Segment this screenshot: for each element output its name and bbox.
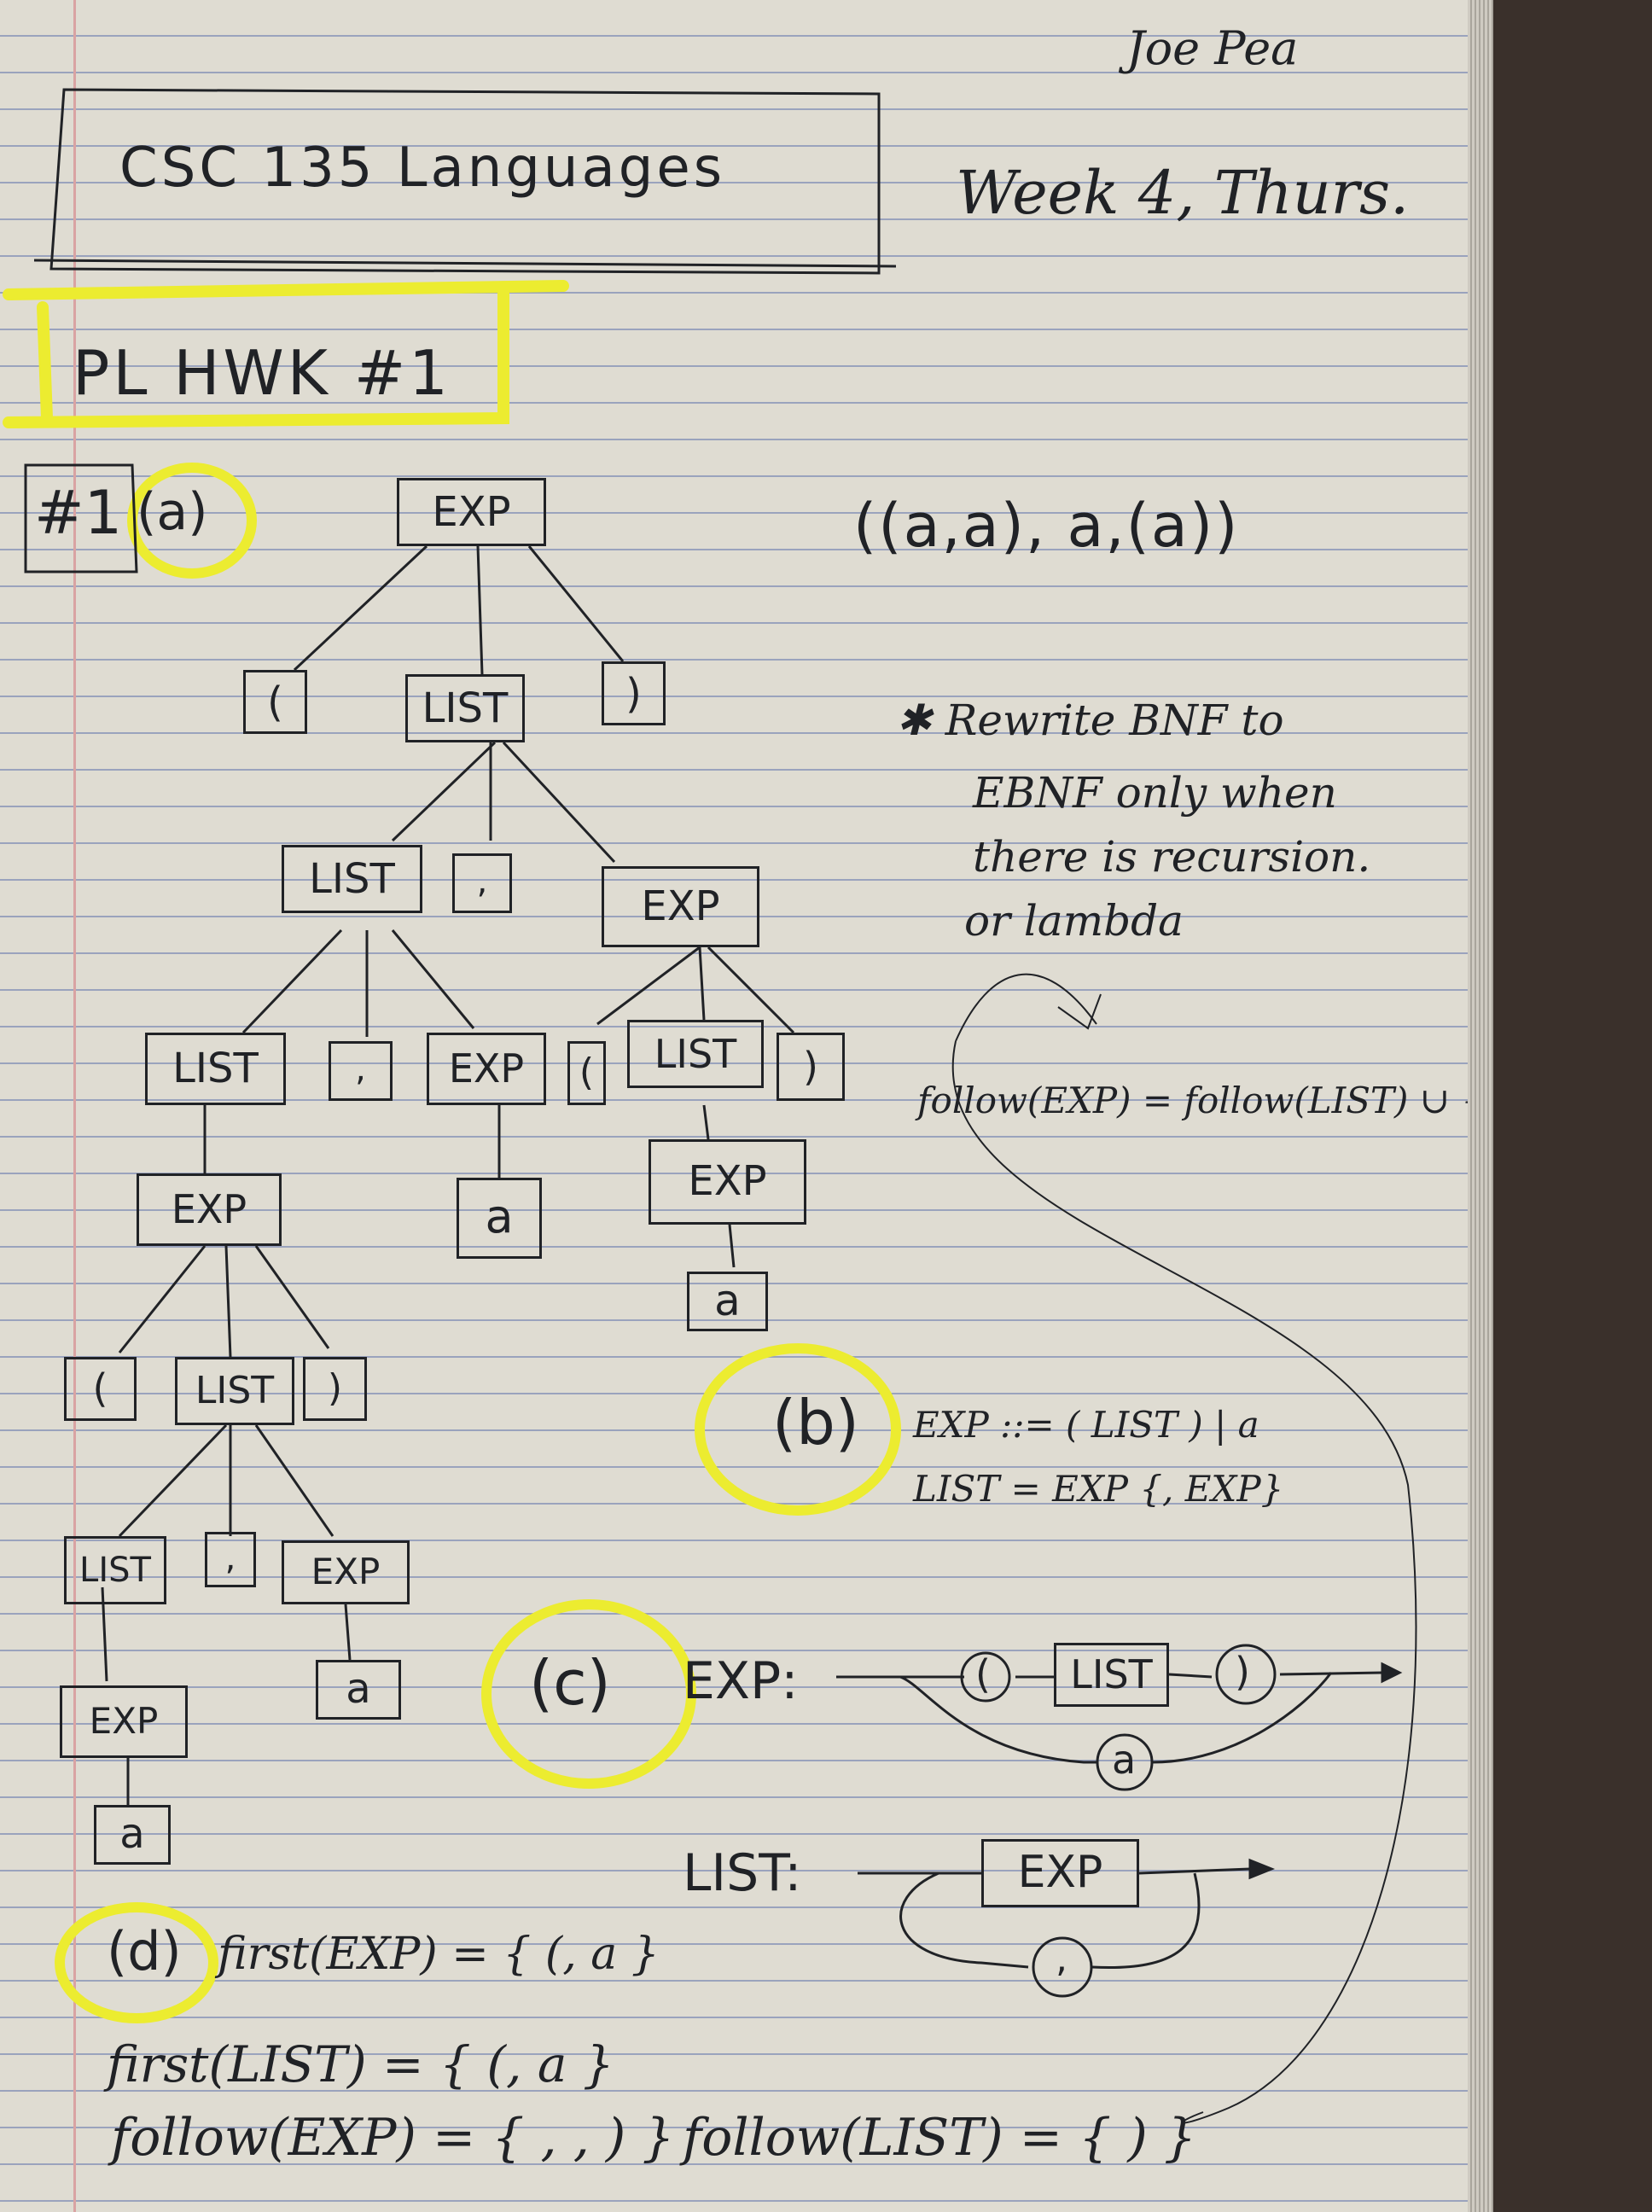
- tree-node-a: a: [316, 1660, 401, 1720]
- syntax-list-label: LIST:: [683, 1843, 802, 1903]
- highlight-b: [695, 1343, 901, 1516]
- highlight-d: [55, 1902, 218, 2023]
- syntax-a: a: [1112, 1737, 1137, 1783]
- course-title: CSC 135 Languages: [119, 137, 726, 200]
- tree-node-comma: ,: [205, 1532, 256, 1587]
- tree-node-list: LIST: [627, 1020, 764, 1088]
- note-line-2: EBNF only when: [973, 768, 1337, 818]
- tree-node-list: LIST: [405, 674, 525, 742]
- notes-layer: Joe Pea CSC 135 Languages Week 4, Thurs.…: [34, 21, 1468, 2168]
- syntax-lparen: (: [975, 1651, 991, 1697]
- tree-node-lparen: (: [64, 1357, 137, 1421]
- tree-node-a: a: [687, 1272, 768, 1331]
- input-string: ((a,a), a,(a)): [853, 491, 1240, 561]
- tree-node-list: LIST: [282, 845, 422, 913]
- problem-number: #1: [34, 478, 123, 548]
- note-line-1: ✱ Rewrite BNF to: [896, 696, 1284, 745]
- follow-arrow: [955, 973, 1097, 1042]
- syntax-exp-box: EXP: [981, 1839, 1139, 1907]
- tree-node-lparen: (: [243, 670, 307, 734]
- tree-node-a: a: [457, 1178, 542, 1259]
- first-list: first(LIST) = { (, a }: [107, 2035, 614, 2093]
- syntax-exp-label: EXP:: [683, 1651, 799, 1711]
- part-d-label: (d): [107, 1920, 182, 1982]
- tree-node-exp: EXP: [602, 866, 759, 947]
- problem-box: [24, 463, 138, 573]
- syntax-list-box: LIST: [1054, 1643, 1169, 1707]
- ebnf-list-rule: LIST = EXP {, EXP}: [913, 1468, 1284, 1510]
- syntax-comma: ,: [1056, 1937, 1067, 1981]
- tree-node-comma: ,: [452, 853, 512, 913]
- tree-node-exp: EXP: [137, 1173, 282, 1246]
- tree-node-list: LIST: [145, 1033, 286, 1105]
- first-exp: first(EXP) = { (, a }: [218, 1929, 660, 1980]
- syntax-lparen-circle: [960, 1651, 1011, 1703]
- tree-node-list: LIST: [64, 1536, 166, 1604]
- syntax-comma-circle: [1032, 1936, 1093, 1998]
- lecture-date: Week 4, Thurs.: [956, 158, 1410, 228]
- part-b-label: (b): [772, 1387, 859, 1458]
- highlight-a: [127, 463, 257, 579]
- note-line-4: or lambda: [964, 896, 1184, 946]
- tree-node-rparen: ): [602, 661, 666, 725]
- note-line-3: there is recursion.: [973, 832, 1371, 882]
- follow-curve: [951, 1040, 1417, 2124]
- part-c-label: (c): [529, 1647, 611, 1719]
- highlight-title: [3, 280, 569, 428]
- part-a-label: (a): [137, 482, 208, 542]
- header-box: [33, 88, 897, 275]
- parse-tree-edges: [101, 544, 795, 1805]
- highlight-c: [481, 1599, 696, 1789]
- follow-exp: follow(EXP) = { , , ) }: [111, 2108, 675, 2168]
- tree-node-lparen: (: [567, 1041, 606, 1105]
- tree-node-list: LIST: [175, 1357, 294, 1425]
- tree-node-exp: EXP: [282, 1540, 410, 1604]
- tree-node-rparen: ): [303, 1357, 367, 1421]
- tree-node-a: a: [94, 1805, 171, 1865]
- assignment-title: PL HWK #1: [73, 337, 451, 409]
- syntax-a-circle: [1096, 1733, 1154, 1791]
- tree-node-rparen: ): [777, 1033, 845, 1101]
- syntax-rparen: ): [1235, 1649, 1250, 1695]
- list-syntax-lines: [858, 1858, 1276, 1970]
- ebnf-exp-rule: EXP ::= ( LIST ) | a: [913, 1404, 1259, 1446]
- tree-node-exp-root: EXP: [397, 478, 546, 546]
- author-name: Joe Pea: [1126, 21, 1299, 75]
- tree-node-exp: EXP: [60, 1685, 188, 1758]
- exp-syntax-lines: [836, 1662, 1403, 1764]
- follow-note: follow(EXP) = follow(LIST) ∪ {,}: [917, 1080, 1468, 1121]
- tree-node-exp: EXP: [427, 1033, 546, 1105]
- syntax-rparen-circle: [1215, 1644, 1277, 1705]
- tree-node-exp: EXP: [649, 1139, 806, 1225]
- notebook-page: Joe Pea CSC 135 Languages Week 4, Thurs.…: [0, 0, 1468, 2212]
- ink-drawing: [3, 88, 1417, 2124]
- tree-node-comma: ,: [329, 1041, 393, 1101]
- margin-line: [73, 0, 76, 2212]
- follow-list: follow(LIST) = { ) }: [683, 2108, 1196, 2168]
- notebook-page-edges: [1468, 0, 1493, 2212]
